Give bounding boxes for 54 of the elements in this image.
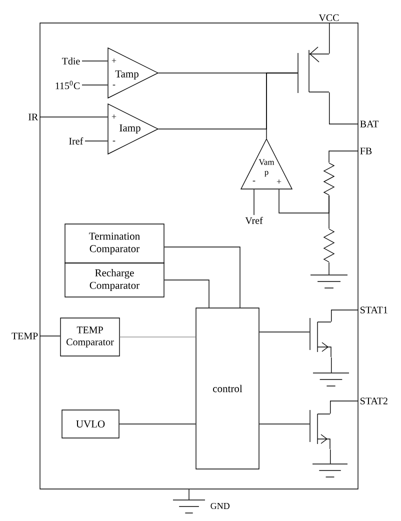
wire	[331, 310, 358, 322]
block-box: UVLO	[62, 410, 120, 438]
wire	[82, 60, 108, 62]
block-box: Recharge Comparator	[64, 262, 164, 298]
wire	[328, 150, 358, 163]
transistor-symbol	[310, 410, 330, 450]
signal-label: Iref	[69, 137, 84, 145]
ground-symbol	[310, 274, 348, 288]
wire	[164, 246, 240, 308]
pin-label: FB	[360, 148, 372, 154]
wire	[82, 84, 108, 86]
amplifier-label: Tamp	[115, 70, 138, 80]
pin-label: STAT2	[360, 398, 388, 404]
ground-symbol	[312, 372, 350, 386]
wire	[188, 489, 190, 500]
amplifier-label: Iamp	[120, 124, 140, 134]
block-box: TEMP Comparator	[60, 318, 120, 356]
block-box: control	[196, 308, 260, 470]
input-sign: +	[276, 179, 282, 184]
transistor-symbol	[298, 46, 330, 94]
wire	[84, 140, 108, 142]
wire	[40, 116, 108, 118]
pin-label: STAT1	[360, 306, 388, 314]
pin-label: VCC	[318, 14, 339, 22]
wire	[328, 262, 330, 275]
signal-label: Vref	[245, 216, 263, 224]
resistor-symbol	[323, 228, 335, 262]
block-box: Termination Comparator	[64, 224, 164, 264]
amplifier-label: Vam p	[258, 159, 274, 177]
ground-symbol	[312, 464, 348, 478]
resistor-symbol	[323, 162, 335, 196]
ground-symbol	[172, 500, 206, 514]
wire	[329, 22, 330, 54]
signal-label: 115$^{0}$C	[56, 80, 80, 90]
transistor-symbol	[310, 318, 332, 358]
wire	[329, 92, 358, 124]
wire	[120, 336, 196, 338]
pin-label: IR	[28, 114, 38, 120]
wire	[330, 400, 358, 414]
pin-label: BAT	[360, 120, 379, 128]
wire	[331, 357, 332, 373]
signal-label: Tdie	[62, 57, 80, 65]
wire	[266, 72, 298, 139]
chip-outline	[40, 22, 358, 490]
wire	[278, 189, 330, 214]
pin-label: TEMP	[12, 332, 38, 340]
wire	[330, 449, 331, 464]
input-sign: +	[112, 114, 116, 119]
input-sign: -	[112, 140, 116, 142]
pin-label: GND	[210, 502, 230, 510]
input-sign: -	[252, 180, 256, 182]
wire	[164, 280, 210, 308]
input-sign: -	[112, 84, 116, 86]
input-sign: +	[112, 58, 116, 63]
